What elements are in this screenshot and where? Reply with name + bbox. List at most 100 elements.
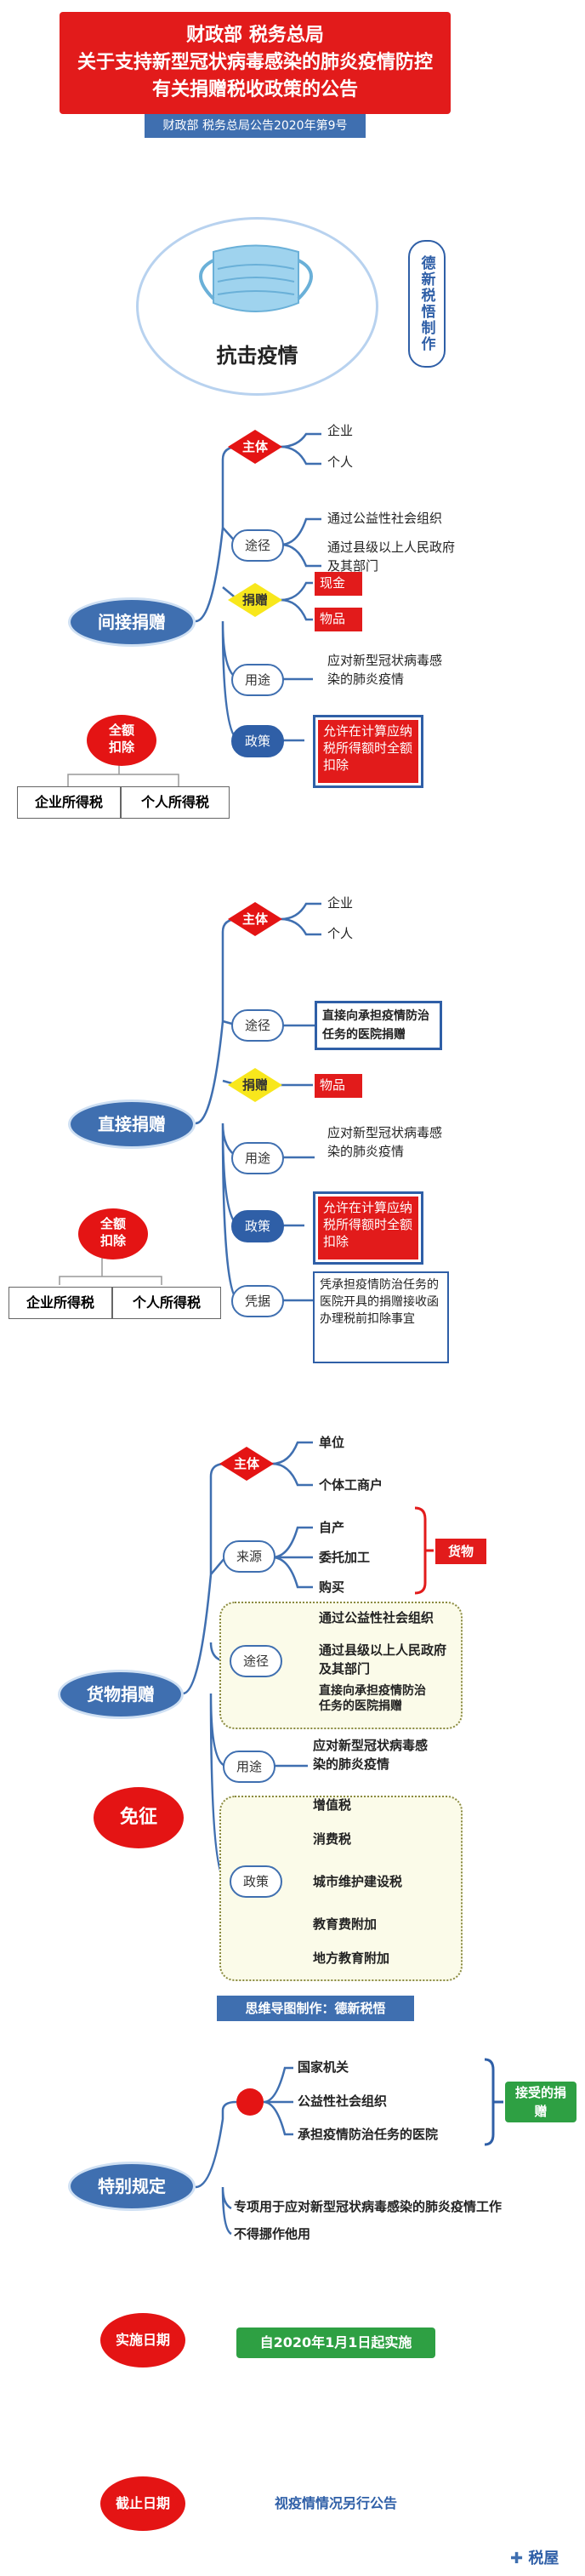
watermark: ✚ 税屋 [510, 2546, 559, 2568]
s3-policy-label: 政策 [242, 1874, 269, 1889]
end-date-value-box: 视疫情情况另行公告 [236, 2488, 435, 2519]
s3-center-node: 货物捐赠 [58, 1670, 184, 1719]
s2-deduct-label: 全额扣除 [99, 1216, 126, 1248]
s4-item-2: 公益性社会组织 [298, 2093, 388, 2109]
s2-tax-corporate: 企业所得税 [9, 1287, 112, 1319]
s3-route-node: 途径 [230, 1645, 282, 1677]
s1-route-label: 途径 [244, 538, 270, 553]
s2-proof-box: 凭承担疫情防治任务的医院开具的捐赠接收函办理税前扣除事宜 [313, 1271, 449, 1363]
s1-main-item-1: 企业 [327, 423, 354, 438]
s3-policy-item-3: 城市维护建设税 [313, 1874, 403, 1889]
hero-label: 抗击疫情 [216, 344, 298, 368]
s3-policy-item-5: 地方教育附加 [313, 1951, 390, 1966]
s2-center-node: 直接捐赠 [68, 1100, 196, 1149]
s3-route-label: 途径 [242, 1654, 269, 1669]
s3-policy-item-2: 消费税 [313, 1831, 352, 1847]
s4-connectors [195, 2058, 503, 2236]
s2-donate-item-goods: 物品 [315, 1074, 362, 1098]
s3-use-text: 应对新型冠状病毒感染的肺炎疫情 [313, 1738, 429, 1772]
watermark-icon: ✚ [510, 2550, 524, 2567]
s3-policy-item-1: 增值税 [313, 1797, 352, 1813]
s2-use-label: 用途 [244, 1151, 270, 1166]
s1-donate-label: 捐赠 [241, 592, 268, 608]
s1-policy-box: 允许在计算应纳税所得额时全额扣除 [313, 715, 423, 788]
s3-policy-node: 政策 [230, 1865, 282, 1898]
s1-route-item-2: 通过县级以上人民政府及其部门 [327, 540, 456, 574]
s3-route-item-2: 通过县级以上人民政府及其部门 [319, 1642, 447, 1676]
s2-policy-box: 允许在计算应纳税所得额时全额扣除 [313, 1191, 423, 1265]
s1-main-label: 主体 [241, 439, 268, 454]
credit-text: 思维导图制作：德新税悟 [245, 2001, 386, 2016]
s2-main-item-1: 企业 [327, 895, 354, 911]
s4-red-dot [236, 2088, 264, 2116]
s3-route-item-1: 通过公益性社会组织 [319, 1610, 434, 1625]
end-date-label: 截止日期 [115, 2495, 170, 2511]
notice-number-bar: 财政部 税务总局公告2020年第9号 [145, 114, 366, 138]
s3-exempt-label: 免征 [119, 1807, 157, 1828]
end-date-node: 截止日期 [100, 2476, 185, 2531]
s3-main-item-1: 单位 [319, 1435, 345, 1450]
s3-main-label: 主体 [233, 1456, 259, 1471]
s2-policy-label: 政策 [244, 1219, 270, 1234]
s1-tax-individual: 个人所得税 [121, 786, 230, 819]
s3-source-item-3: 购买 [319, 1579, 345, 1595]
s3-use-node: 用途 [223, 1751, 275, 1783]
s4-received-tag: 接受的捐赠 [505, 2082, 576, 2122]
s1-route-node: 途径 [231, 529, 284, 562]
s2-route-text: 直接向承担疫情防治任务的医院捐赠 [322, 1009, 429, 1042]
s1-policy-node: 政策 [231, 725, 284, 757]
s2-proof-label: 凭据 [244, 1294, 270, 1309]
s2-use-node: 用途 [231, 1142, 284, 1174]
s1-tax-corporate: 企业所得税 [17, 786, 121, 819]
s1-policy-label: 政策 [244, 734, 270, 749]
s2-center-label: 直接捐赠 [98, 1114, 166, 1134]
impl-date-value-box: 自2020年1月1日起实施 [236, 2328, 435, 2358]
s2-route-box: 直接向承担疫情防治任务的医院捐赠 [315, 1001, 442, 1050]
maker-side-text: 德新税悟制作 [417, 255, 435, 352]
s2-route-label: 途径 [244, 1018, 270, 1033]
s3-source-node: 来源 [223, 1540, 275, 1573]
s1-use-node: 用途 [231, 664, 284, 696]
impl-date-label: 实施日期 [115, 2332, 170, 2348]
s4-rule-2: 不得挪作他用 [234, 2226, 311, 2242]
title-banner: 财政部 税务总局 关于支持新型冠状病毒感染的肺炎疫情防控 有关捐赠税收政策的公告 [60, 12, 451, 114]
s2-use-text: 应对新型冠状病毒感染的肺炎疫情 [327, 1125, 443, 1159]
mask-icon [199, 244, 313, 312]
s4-received-label: 接受的捐赠 [515, 2085, 567, 2119]
s1-deduct-label: 全额扣除 [108, 723, 134, 755]
s2-main-label: 主体 [241, 911, 268, 927]
s3-route-item-3: 直接向承担疫情防治任务的医院捐赠 [319, 1684, 426, 1713]
s1-deduct-node: 全额扣除 [87, 715, 156, 766]
impl-date-value: 自2020年1月1日起实施 [259, 2334, 412, 2350]
s2-deduct-node: 全额扣除 [78, 1208, 148, 1259]
s1-donate-item-goods: 物品 [315, 608, 362, 631]
s2-proof-text: 凭承担疫情防治任务的医院开具的捐赠接收函办理税前扣除事宜 [320, 1278, 439, 1326]
title-line-2: 关于支持新型冠状病毒感染的肺炎疫情防控 [77, 52, 433, 73]
s1-connectors [67, 432, 321, 787]
s1-route-item-1: 通过公益性社会组织 [327, 511, 443, 526]
s2-donate-label: 捐赠 [241, 1077, 268, 1093]
s3-source-item-2: 委托加工 [319, 1550, 371, 1565]
s3-goods-tag: 货物 [435, 1539, 486, 1564]
s2-proof-node: 凭据 [231, 1285, 284, 1317]
s3-use-label: 用途 [236, 1759, 262, 1774]
s4-center-node: 特别规定 [68, 2162, 196, 2211]
s3-source-item-1: 自产 [319, 1520, 345, 1535]
s1-policy-text: 允许在计算应纳税所得额时全额扣除 [318, 720, 418, 783]
hero-circle: 抗击疫情 [136, 217, 378, 396]
s1-center-node: 间接捐赠 [68, 597, 196, 647]
s1-donate-item-cash: 现金 [315, 572, 362, 596]
title-line-1: 财政部 税务总局 [186, 25, 324, 46]
s2-connectors [59, 902, 321, 1302]
s2-tax-individual: 个人所得税 [112, 1287, 221, 1319]
s2-policy-node: 政策 [231, 1210, 284, 1242]
s3-policy-item-4: 教育费附加 [313, 1916, 378, 1932]
s1-center-label: 间接捐赠 [98, 612, 166, 632]
impl-date-node: 实施日期 [100, 2313, 185, 2368]
s1-use-text: 应对新型冠状病毒感染的肺炎疫情 [327, 653, 443, 687]
notice-number: 财政部 税务总局公告2020年第9号 [162, 119, 348, 133]
s3-source-label: 来源 [236, 1549, 262, 1564]
end-date-value: 视疫情情况另行公告 [274, 2495, 397, 2511]
s2-policy-text: 允许在计算应纳税所得额时全额扣除 [318, 1197, 418, 1259]
s2-route-node: 途径 [231, 1009, 284, 1042]
